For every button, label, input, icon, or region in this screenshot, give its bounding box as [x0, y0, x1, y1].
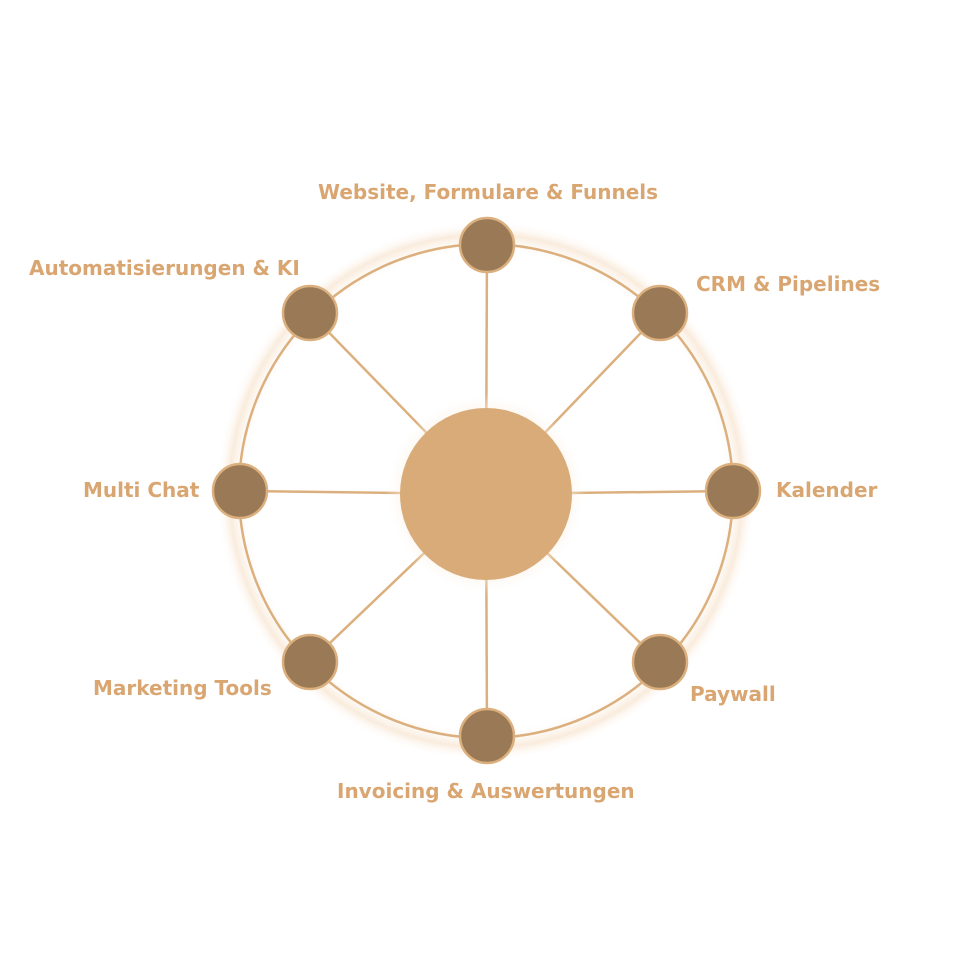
node-label-crm: CRM & Pipelines — [696, 272, 881, 296]
node-label-invoicing: Invoicing & Auswertungen — [337, 779, 635, 803]
node-label-kalender: Kalender — [776, 478, 878, 502]
node-kalender — [704, 462, 762, 520]
node-label-marketing: Marketing Tools — [93, 676, 272, 700]
central-hub — [400, 408, 572, 580]
node-marketing — [281, 633, 339, 691]
node-label-paywall: Paywall — [690, 682, 776, 706]
node-automation — [281, 284, 339, 342]
node-crm — [631, 284, 689, 342]
node-label-automation: Automatisierungen & KI — [29, 256, 300, 280]
node-paywall — [631, 633, 689, 691]
node-label-multichat: Multi Chat — [83, 478, 200, 502]
node-multichat — [211, 462, 269, 520]
node-website — [458, 216, 516, 274]
node-label-website: Website, Formulare & Funnels — [318, 180, 659, 204]
node-invoicing — [458, 707, 516, 765]
satellite-nodes — [211, 216, 762, 765]
